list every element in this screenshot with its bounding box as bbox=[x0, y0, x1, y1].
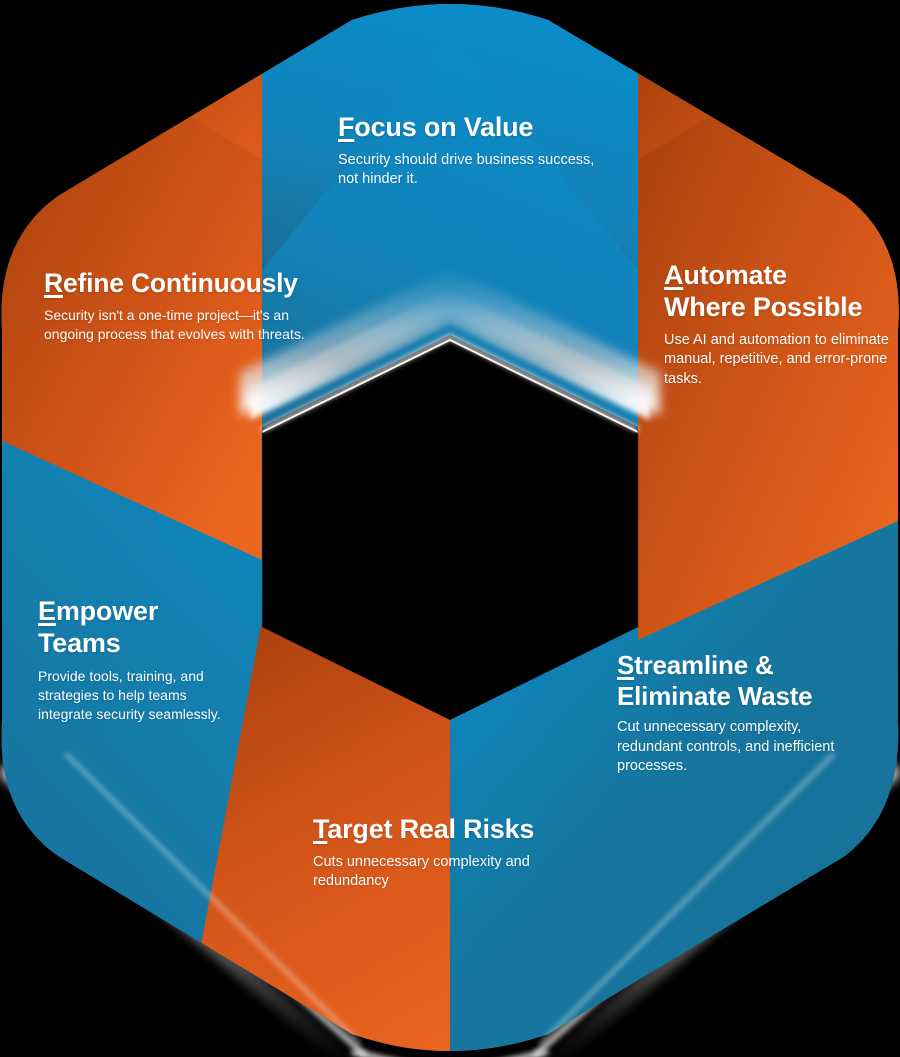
segment-label-refine-continuously: Refine Continuously Security isn't a one… bbox=[44, 268, 324, 344]
segment-body-focus-on-value: Security should drive business success, … bbox=[338, 151, 595, 188]
segment-label-target-real-risks: Target Real Risks Cuts unnecessary compl… bbox=[313, 814, 581, 892]
segment-body-automate-where-possible: Use AI and automation to eliminate manua… bbox=[664, 331, 889, 387]
inner-hexagon-core bbox=[262, 335, 638, 720]
title-initial: F bbox=[338, 112, 355, 142]
segment-title-streamline-eliminate-waste: Streamline &Eliminate Waste bbox=[617, 650, 857, 711]
title-rest: efine Continuously bbox=[62, 268, 298, 298]
title-line2: Teams bbox=[38, 627, 121, 658]
title-initial: E bbox=[38, 596, 56, 626]
segment-body-target-real-risks: Cuts unnecessary complexity and redundan… bbox=[313, 853, 530, 890]
segment-body-empower-teams: Provide tools, training, and strategies … bbox=[38, 667, 221, 722]
segment-title-target-real-risks: Target Real Risks bbox=[313, 814, 581, 846]
hexagon-edge-highlight bbox=[64, 752, 836, 1046]
title-line2: Eliminate Waste bbox=[617, 680, 813, 711]
title-initial: S bbox=[617, 650, 635, 680]
segment-body-streamline-eliminate-waste: Cut unnecessary complexity, redundant co… bbox=[617, 719, 835, 775]
title-rest: arget Real Risks bbox=[327, 814, 535, 844]
segment-label-streamline-eliminate-waste: Streamline &Eliminate Waste Cut unnecess… bbox=[617, 650, 857, 777]
title-rest: utomate bbox=[683, 260, 787, 290]
segment-label-focus-on-value: Focus on Value Security should drive bus… bbox=[338, 112, 598, 190]
title-rest: treamline & bbox=[634, 650, 774, 680]
title-initial: A bbox=[664, 260, 684, 290]
title-initial: R bbox=[44, 268, 63, 298]
title-line2: Where Possible bbox=[664, 291, 863, 322]
inner-hexagon-glow bbox=[240, 270, 660, 628]
title-rest: mpower bbox=[55, 596, 159, 626]
segment-body-refine-continuously: Security isn't a one-time project—it's a… bbox=[44, 307, 305, 343]
segment-title-focus-on-value: Focus on Value bbox=[338, 112, 598, 144]
title-rest: ocus on Value bbox=[354, 112, 534, 142]
segment-title-refine-continuously: Refine Continuously bbox=[44, 268, 324, 299]
title-initial: T bbox=[313, 814, 328, 844]
